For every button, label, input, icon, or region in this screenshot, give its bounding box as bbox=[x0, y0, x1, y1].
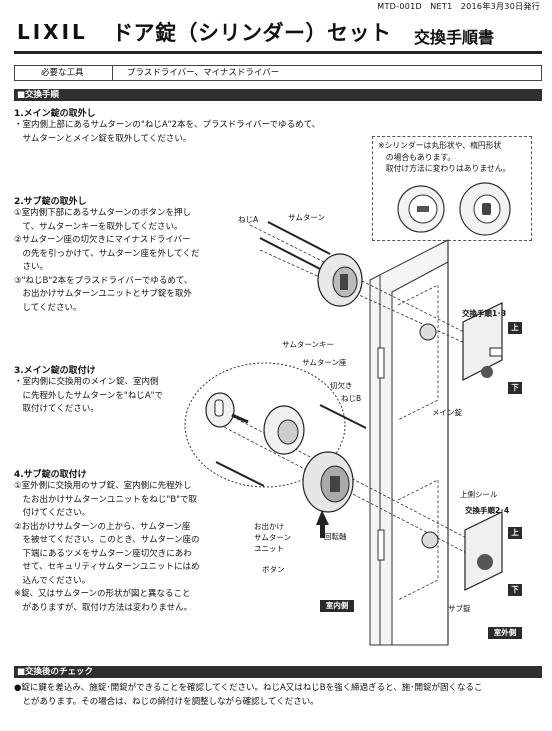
step3-line: ・室内側に交換用のメイン錠、室内側 bbox=[14, 377, 159, 387]
tools-label: 必要な工具 bbox=[15, 66, 113, 80]
tag-indoor: 室内側 bbox=[320, 600, 354, 612]
step1-line: サムターンとメイン錠を取外してください。 bbox=[14, 133, 192, 144]
step3-line: 取付けてください。 bbox=[14, 404, 99, 414]
step4-line: せて、セキュリティサムターンユニットにはめ bbox=[14, 562, 200, 572]
document-id: MTD-001D NET1 2016年3月30日発行 bbox=[377, 2, 540, 11]
step4-line: ①室外側に交換用のサブ錠、室内側に先程外し bbox=[14, 481, 192, 491]
check-text: ●錠に鍵を差込み、施錠･開錠ができることを確認してください。ねじA又はねじBを強… bbox=[14, 682, 542, 709]
step4-line: たお出かけサムターンユニットをねじ"B"で取 bbox=[14, 494, 198, 505]
lixil-logo: LIXIL bbox=[17, 20, 88, 44]
step2-line: してください。 bbox=[14, 302, 82, 313]
step1-text: ・室内側上部にあるサムターンの"ねじA"2本を、プラスドライバーでゆるめて、 サ… bbox=[14, 119, 374, 146]
label-top-seal: 上側シール bbox=[460, 490, 498, 499]
note-line: の場合もあります。 bbox=[378, 152, 456, 162]
step2-heading: 2.サブ錠の取外し bbox=[14, 197, 87, 207]
label-main-lock: メイン錠 bbox=[432, 408, 462, 417]
step2-line: ②サムターン座の切欠きにマイナスドライバー bbox=[14, 235, 191, 245]
step4-heading: 4.サブ錠の取付け bbox=[14, 470, 87, 480]
step2-line: さい。 bbox=[14, 262, 49, 272]
label-rotation-axis: 回転軸 bbox=[324, 532, 347, 541]
tag-outdoor: 室外側 bbox=[488, 627, 522, 639]
cylinder-shapes-illustration bbox=[397, 182, 511, 236]
step2-text: ①室内側下部にあるサムターンのボタンを押し て、サムターンキーを取外してください… bbox=[14, 207, 234, 315]
tag-up-1: 上 bbox=[508, 322, 522, 334]
label-outing-unit-line: サムターン bbox=[254, 533, 291, 542]
label-thumbturn: サムターン bbox=[288, 213, 325, 222]
cylinder-note-box: ※シリンダーは丸形状や、楕円形状 の場合もあります。 取付け方法に変わりはありま… bbox=[372, 136, 532, 241]
header-rule bbox=[14, 51, 542, 54]
label-step-13: 交換手順1･3 bbox=[462, 309, 507, 318]
section-steps-bar: ■交換手順 bbox=[14, 89, 542, 101]
tag-up-2: 上 bbox=[508, 527, 522, 539]
label-notch: 切欠き bbox=[330, 381, 353, 390]
tools-value: プラスドライバー、マイナスドライバー bbox=[127, 68, 280, 78]
step2-line: ①室内側下部にあるサムターンのボタンを押し bbox=[14, 208, 192, 218]
step4-line: ※錠、又はサムターンの形状が図と異なること bbox=[14, 589, 191, 599]
note-line: 取付け方法に変わりはありません。 bbox=[378, 164, 511, 173]
label-screw-b: ねじB bbox=[341, 394, 362, 403]
label-screw-a: ねじA bbox=[238, 215, 259, 224]
label-outing-unit-line: お出かけ bbox=[254, 522, 284, 531]
label-button: ボタン bbox=[262, 565, 285, 574]
step2-line: の先を引っかけて、サムターン座を外してくだ bbox=[14, 248, 200, 259]
step4-line: 込んでください。 bbox=[14, 575, 91, 586]
tag-down-2: 下 bbox=[508, 584, 522, 596]
label-thumbturn-key: サムターンキー bbox=[282, 340, 334, 349]
label-outing-unit-line: ユニット bbox=[254, 544, 284, 553]
tools-row: 必要な工具 プラスドライバー、マイナスドライバー bbox=[14, 65, 542, 81]
step3-heading: 3.メイン錠の取付け bbox=[14, 366, 96, 376]
step4-text: ①室外側に交換用のサブ錠、室内側に先程外し たお出かけサムターンユニットをねじ"… bbox=[14, 480, 246, 615]
check-line: とがあります。その場合は、ねじの締付けを調整しながら確認してください。 bbox=[14, 696, 319, 707]
step1-line: ・室内側上部にあるサムターンの"ねじA"2本を、プラスドライバーでゆるめて、 bbox=[14, 120, 321, 130]
step4-line: ②お出かけサムターンの上から、サムターン座 bbox=[14, 521, 191, 532]
tag-down-1: 下 bbox=[508, 382, 522, 394]
page-subtitle: 交換手順書 bbox=[414, 28, 495, 47]
note-line: ※シリンダーは丸形状や、楕円形状 bbox=[378, 141, 502, 150]
step2-line: お出かけサムターンユニットとサブ錠を取外 bbox=[14, 289, 192, 299]
step4-line: 下端にあるツメをサムターン座切欠きにあわ bbox=[14, 548, 192, 559]
step4-line: 付けてください。 bbox=[14, 508, 91, 518]
step4-line: を被せてください。このとき、サムターン座の bbox=[14, 535, 200, 545]
step3-text: ・室内側に交換用のメイン錠、室内側 に先程外したサムターンを"ねじA"で 取付け… bbox=[14, 376, 214, 417]
label-outing-unit: お出かけ サムターン ユニット bbox=[254, 521, 291, 554]
step2-line: て、サムターンキーを取外してください。 bbox=[14, 221, 183, 232]
label-step-24: 交換手順2･4 bbox=[465, 506, 510, 515]
step1-heading: 1.メイン錠の取外し bbox=[14, 109, 96, 119]
label-thumbturn-seat: サムターン座 bbox=[302, 358, 347, 367]
label-sub-lock: サブ錠 bbox=[448, 604, 471, 613]
section-check-bar: ■交換後のチェック bbox=[14, 666, 542, 678]
door-lock-exploded-diagram bbox=[184, 221, 503, 646]
step3-line: に先程外したサムターンを"ねじA"で bbox=[14, 390, 164, 401]
step4-line: がありますが、取付け方法は変わりません。 bbox=[14, 602, 193, 613]
check-line: ●錠に鍵を差込み、施錠･開錠ができることを確認してください。ねじA又はねじBを強… bbox=[14, 683, 483, 693]
page-title: ドア錠（シリンダー）セット bbox=[112, 21, 392, 45]
step2-line: ③"ねじB"2本をプラスドライバーでゆるめて、 bbox=[14, 275, 193, 286]
